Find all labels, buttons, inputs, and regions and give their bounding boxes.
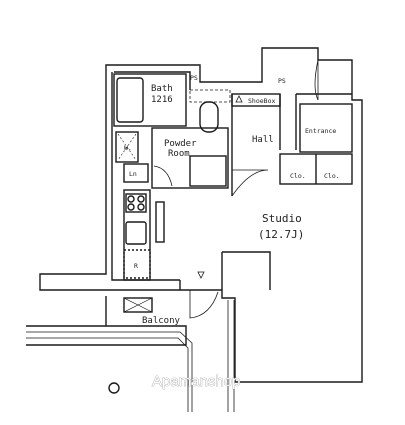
lower-wall — [179, 251, 271, 290]
door-swing — [314, 59, 319, 101]
watermark: Apamanshop — [152, 373, 240, 390]
powder-room-label: Powder — [164, 139, 197, 149]
outer-wall — [39, 47, 363, 383]
bath-label: Bath — [151, 84, 173, 94]
powder-room-label-2: Room — [168, 149, 190, 159]
ps-top-label: PS — [278, 77, 286, 85]
entrance — [299, 103, 353, 153]
upper-wall — [114, 71, 191, 90]
hall-walls — [231, 93, 352, 196]
powder-room — [151, 127, 229, 189]
stove — [125, 193, 147, 213]
fridge-label: R — [134, 262, 138, 270]
closet-label-2: Clo. — [324, 172, 340, 180]
vanity — [189, 155, 227, 187]
balcony-label: Balcony — [142, 316, 181, 326]
bath-size-label: 1216 — [151, 95, 173, 105]
studio-label: Studio — [262, 212, 302, 225]
bathtub — [116, 77, 144, 123]
fridge — [123, 249, 151, 279]
kitchen-shelf — [155, 201, 165, 243]
entrance-label: Entrance — [305, 127, 336, 135]
bath-door-zone — [189, 89, 231, 103]
shoebox-label: ShoeBox — [248, 97, 275, 105]
compass-icon — [108, 382, 120, 394]
washer-space — [115, 131, 139, 163]
linen-label: Ln — [129, 170, 137, 178]
hall-label: Hall — [252, 135, 274, 145]
ac-unit — [123, 297, 153, 313]
balcony-rail — [26, 325, 187, 346]
inner-wall — [111, 72, 180, 281]
sink — [125, 221, 147, 245]
washer-label: W. — [124, 144, 132, 152]
ps-small-label: PS — [190, 74, 198, 82]
linen-closet — [123, 163, 149, 183]
kitchen-counter — [123, 189, 151, 281]
sliding-door — [227, 300, 235, 412]
bath-room — [113, 73, 187, 127]
closet-label-1: Clo. — [290, 172, 306, 180]
studio-size-label: (12.7J) — [258, 228, 304, 241]
